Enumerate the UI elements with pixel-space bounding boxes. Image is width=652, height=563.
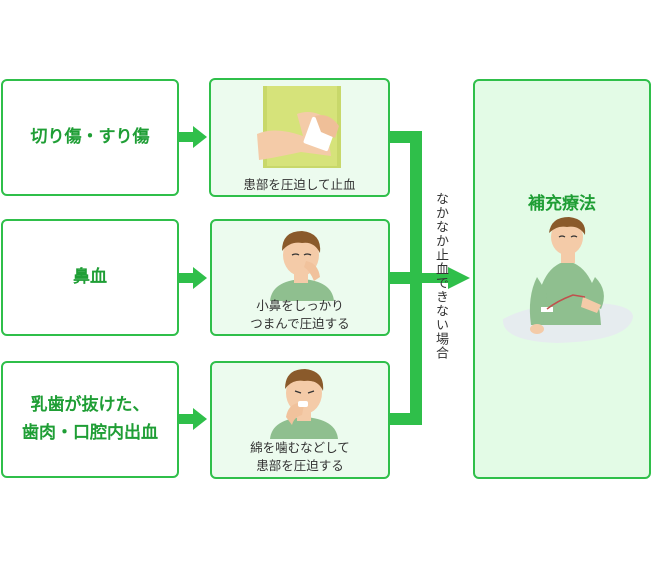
arrow-3 xyxy=(179,408,207,430)
action-press-wound: 患部を圧迫して止血 xyxy=(209,78,390,197)
arrow-2 xyxy=(179,267,207,289)
action-bite-cotton: 綿を噛むなどして 患部を圧迫する xyxy=(210,361,390,479)
action-caption: 綿を噛むなどして 患部を圧迫する xyxy=(250,440,350,474)
person-self-infusion-illustration xyxy=(502,217,633,343)
condition-nosebleed: 鼻血 xyxy=(1,219,179,336)
merge-bar xyxy=(410,131,422,425)
arrow-to-result xyxy=(422,267,470,289)
condition-label: 鼻血 xyxy=(73,266,107,287)
action-pinch-nose: 小鼻をしっかり つまんで圧迫する xyxy=(210,219,390,336)
condition-label: 切り傷・すり傷 xyxy=(30,126,150,147)
condition-cut-scrape: 切り傷・すり傷 xyxy=(1,79,179,196)
arrow-1 xyxy=(179,126,207,148)
person-pinching-nose-illustration xyxy=(270,231,334,301)
person-pressing-wound-illustration xyxy=(257,86,341,168)
action-caption: 患部を圧迫して止血 xyxy=(243,177,356,192)
result-replacement-therapy: 補充療法 xyxy=(473,79,651,479)
connector-label: なかなか止血できない場合 xyxy=(433,192,448,360)
action-caption: 小鼻をしっかり つまんで圧迫する xyxy=(250,298,350,332)
condition-oral-bleeding: 乳歯が抜けた、 歯肉・口腔内出血 xyxy=(1,361,179,478)
condition-label: 乳歯が抜けた、 歯肉・口腔内出血 xyxy=(22,395,158,443)
person-biting-cotton-illustration xyxy=(270,369,338,439)
result-title: 補充療法 xyxy=(528,194,596,214)
